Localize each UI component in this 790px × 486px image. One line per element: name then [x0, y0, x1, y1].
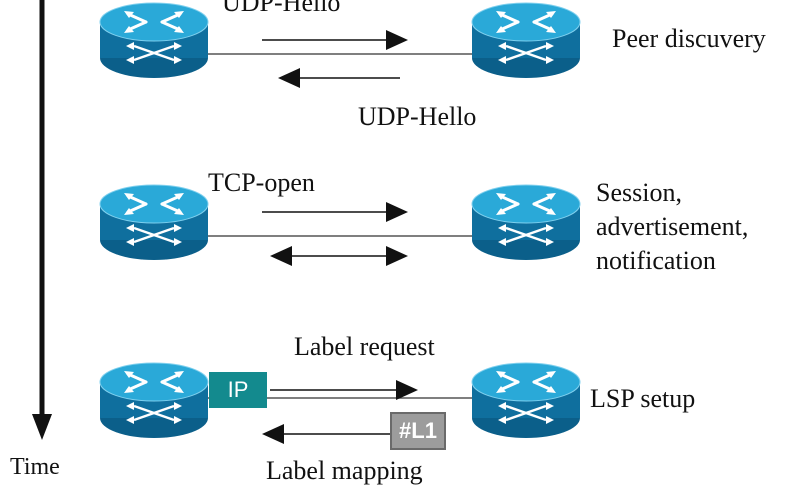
ldp-message-exchange-diagram: UDP-Hello Peer discuvery UDP-Hello TCP-o…	[10, 0, 766, 485]
arrow-right-discovery	[262, 30, 408, 50]
arrow-left-lsp	[262, 424, 390, 444]
top-label-discovery: UDP-Hello	[222, 0, 341, 17]
time-axis-arrowhead	[32, 414, 52, 440]
side-label-session-line: Session,	[596, 178, 682, 207]
arrow-left-discovery	[278, 68, 400, 88]
side-label-session-line: notification	[596, 246, 716, 275]
arrow-right-session	[262, 202, 408, 222]
side-label-discovery: Peer discuvery	[612, 24, 766, 53]
router-icon	[98, 2, 210, 80]
side-label-lsp: LSP setup	[590, 384, 696, 413]
arrow-right-lsp	[270, 380, 418, 400]
top-label-session: TCP-open	[208, 168, 315, 197]
router-icon	[470, 362, 582, 440]
label-packet-box: #L1	[390, 412, 446, 450]
router-icon	[470, 2, 582, 80]
arrow-bidirectional-session	[270, 246, 408, 266]
router-icon	[470, 184, 582, 262]
router-icon	[98, 362, 210, 440]
bottom-label-lsp: Label mapping	[266, 456, 423, 485]
ip-packet-box: IP	[209, 372, 267, 408]
time-axis-label: Time	[10, 454, 60, 480]
router-icon	[98, 184, 210, 262]
side-label-session-line: advertisement,	[596, 212, 749, 241]
diagram-canvas	[32, 0, 582, 444]
bottom-label-discovery: UDP-Hello	[358, 102, 477, 131]
top-label-lsp: Label request	[294, 332, 435, 361]
side-label-session: Session, advertisement, notification	[596, 176, 748, 278]
